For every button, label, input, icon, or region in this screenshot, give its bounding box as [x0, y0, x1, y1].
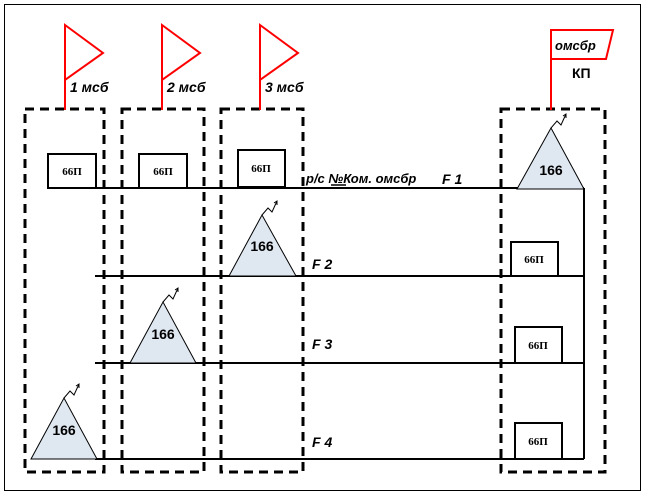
- radio-network-label: р/с №Ком. омсбр: [305, 171, 416, 186]
- station-label: 66П: [153, 166, 173, 178]
- antenna-icon: [550, 113, 567, 129]
- antenna-icon: [261, 200, 278, 216]
- unit-box-kp: [499, 107, 607, 474]
- station-label: 166: [539, 162, 563, 178]
- flag-1msb: 1 мсб: [64, 23, 109, 110]
- unit-label-1msb: 1 мсб: [70, 79, 109, 95]
- station-66p-kp-f2: 66П: [510, 241, 559, 277]
- flag-2msb: 2 мсб: [161, 23, 206, 110]
- station-label: 166: [151, 326, 175, 342]
- freq-label-f2: F 2: [312, 256, 332, 272]
- unit-label-3msb: 3 мсб: [265, 79, 304, 95]
- station-66p-3msb: 66П: [237, 149, 286, 188]
- station-label: 66П: [528, 436, 548, 448]
- freq-label-f4: F 4: [312, 434, 332, 450]
- station-label: 166: [250, 238, 274, 254]
- kp-flag-label: омсбр: [555, 38, 596, 53]
- freq-label-f1: F 1: [442, 171, 462, 187]
- station-label: 66П: [528, 340, 548, 352]
- flag-3msb: 3 мсб: [259, 23, 304, 110]
- kp-label: КП: [572, 65, 591, 81]
- flag-icon: [64, 23, 105, 82]
- station-label: 66П: [251, 163, 271, 175]
- station-66p-kp-f4: 66П: [514, 422, 563, 460]
- unit-label-2msb: 2 мсб: [166, 79, 206, 95]
- station-66p-kp-f3: 66П: [514, 326, 563, 364]
- unit-box-3msb: [219, 107, 305, 474]
- station-166-kp: 166: [516, 113, 585, 190]
- station-166-2msb: 166: [129, 287, 197, 364]
- flag-icon: [259, 23, 300, 82]
- outer-frame: [4, 4, 641, 491]
- station-166-3msb: 166: [228, 200, 297, 277]
- flag-kp: омсбр КП: [550, 29, 615, 110]
- antenna-icon: [162, 287, 179, 303]
- flag-icon: [550, 29, 615, 60]
- station-label: 66П: [62, 166, 82, 178]
- antenna-icon: [63, 383, 80, 399]
- unit-box-1msb: [23, 107, 106, 474]
- unit-box-2msb: [120, 107, 206, 474]
- station-66p-2msb: 66П: [138, 153, 188, 189]
- station-label: 66П: [524, 254, 544, 266]
- station-label: 166: [52, 422, 76, 438]
- flag-icon: [161, 23, 202, 82]
- station-166-1msb: 166: [30, 383, 98, 460]
- freq-label-f3: F 3: [312, 336, 332, 352]
- station-66p-1msb: 66П: [47, 153, 97, 189]
